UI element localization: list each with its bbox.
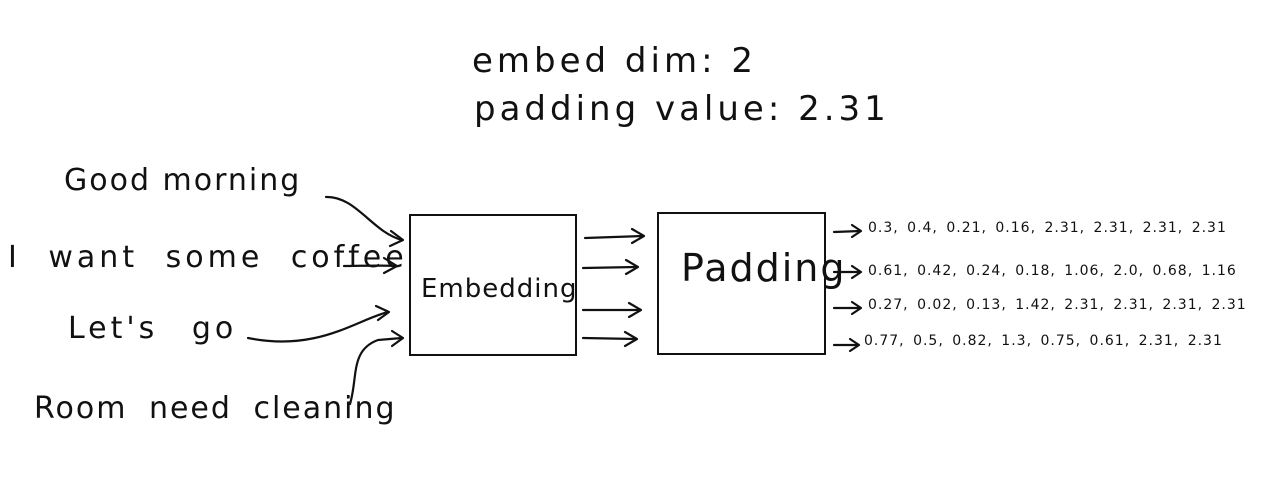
arrow-input-2-head — [382, 256, 399, 275]
arrow-out-2-head — [850, 264, 863, 280]
arrow-embed-1 — [583, 234, 645, 240]
input-sentence-3: Let's go — [68, 311, 238, 346]
arrow-out-1-head — [850, 223, 863, 239]
padding-label: Padding — [681, 246, 847, 290]
input-sentence-2: I want some coffee — [8, 240, 408, 275]
arrow-embed-4-head — [623, 330, 639, 348]
embedding-box — [409, 214, 577, 356]
output-vector-2: 0.61, 0.42, 0.24, 0.18, 1.06, 2.0, 0.68,… — [868, 263, 1237, 279]
output-vector-4: 0.77, 0.5, 0.82, 1.3, 0.75, 0.61, 2.31, … — [864, 333, 1223, 349]
arrow-embed-2-head — [624, 258, 640, 276]
arrow-input-3-head — [374, 304, 391, 322]
arrow-embed-2 — [581, 265, 639, 270]
embed-dim-label: embed dim: 2 — [472, 41, 757, 81]
padding-box — [657, 212, 826, 355]
padding-value-label: padding value: 2.31 — [474, 89, 890, 129]
arrow-input-4-head — [390, 329, 405, 348]
input-sentence-1: Good morning — [64, 163, 302, 198]
arrow-embed-1-head — [630, 227, 646, 245]
arrow-input-4 — [348, 336, 404, 406]
arrow-embed-3-head — [627, 301, 643, 319]
embedding-label: Embedding — [421, 274, 578, 304]
arrow-out-4-head — [848, 337, 861, 353]
arrow-input-1 — [324, 195, 404, 242]
output-vector-3: 0.27, 0.02, 0.13, 1.42, 2.31, 2.31, 2.31… — [868, 297, 1247, 313]
arrow-embed-4 — [581, 336, 638, 341]
arrow-out-1 — [832, 229, 862, 234]
arrow-input-1-head — [388, 229, 405, 248]
output-vector-1: 0.3, 0.4, 0.21, 0.16, 2.31, 2.31, 2.31, … — [868, 220, 1227, 236]
input-sentence-4: Room need cleaning — [34, 391, 397, 426]
arrow-out-3-head — [850, 300, 863, 316]
arrow-input-3 — [246, 310, 390, 343]
